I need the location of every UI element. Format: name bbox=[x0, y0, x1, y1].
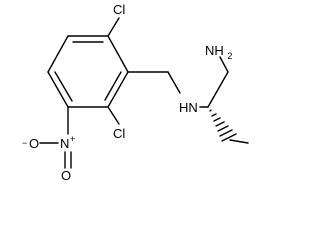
ring-double-bond-left bbox=[54, 71, 73, 102]
atom-nh2-subscript: 2 bbox=[227, 51, 232, 61]
ring-bond-c4-c5 bbox=[47, 71, 69, 108]
atom-nitro-o: O bbox=[61, 168, 71, 183]
bond-chiral-c-ch2 bbox=[207, 71, 229, 108]
benzene-ring bbox=[47, 35, 129, 108]
ring-double-bond-right bbox=[104, 71, 122, 101]
bond-c1-cl bbox=[107, 17, 120, 37]
atom-cl-top: Cl bbox=[113, 2, 125, 17]
bond-ch2-nh2 bbox=[219, 56, 229, 73]
atom-nh2-text: NH bbox=[205, 43, 224, 58]
atom-nitro-o-minus-charge: − bbox=[22, 138, 27, 148]
atom-nitro-n-charge: + bbox=[70, 134, 75, 144]
ring-bond-c2-c3 bbox=[107, 71, 129, 108]
atom-amine-nh: HN bbox=[179, 100, 198, 115]
hashed-wedge-methyl bbox=[209, 109, 237, 142]
ring-bond-c5-c6 bbox=[47, 35, 69, 73]
atom-nitro-o-minus: O bbox=[29, 136, 39, 151]
bond-methyl bbox=[229, 139, 249, 144]
bond-c3-cl bbox=[107, 106, 120, 125]
ring-bond-c1-c2 bbox=[107, 35, 129, 73]
molecule-structure: Cl Cl HN NH 2 O − N + O bbox=[22, 2, 249, 183]
atom-nitro-n: N bbox=[60, 136, 69, 151]
atom-amine-nh2: NH 2 bbox=[205, 43, 232, 61]
svg-text:NH 2: NH 2 bbox=[205, 43, 232, 61]
atom-cl-bottom: Cl bbox=[113, 126, 125, 141]
bond-ch2-nh bbox=[167, 71, 181, 94]
